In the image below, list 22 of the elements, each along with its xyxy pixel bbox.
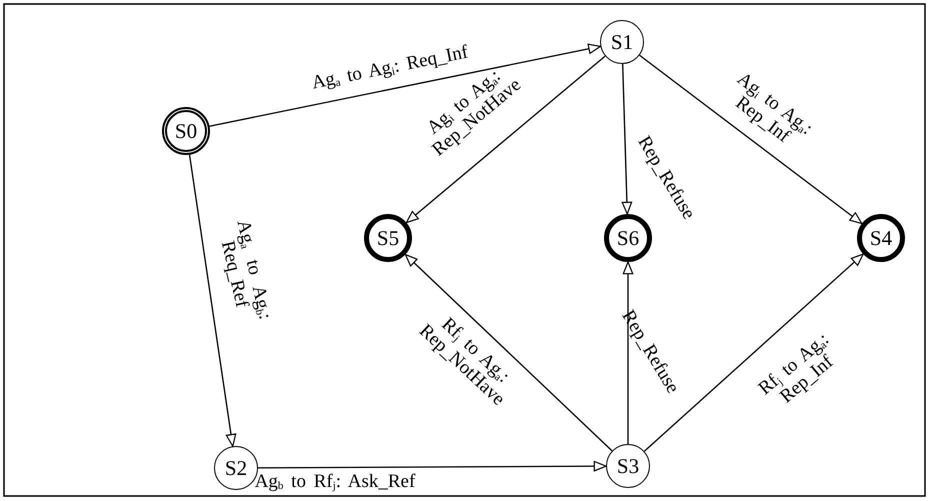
state-label: S6 <box>616 228 640 248</box>
arrow <box>644 253 864 452</box>
arrow <box>639 54 862 224</box>
arrow <box>404 254 612 452</box>
state-circle <box>364 214 412 262</box>
state-label: S3 <box>616 456 640 476</box>
state-label: S2 <box>224 458 248 478</box>
arrow <box>406 56 606 224</box>
arrow <box>622 261 634 444</box>
state-circle <box>606 444 650 488</box>
state-label: S5 <box>376 228 400 248</box>
state-circle <box>162 107 210 155</box>
state-label: S0 <box>174 120 198 142</box>
arrow <box>622 64 632 215</box>
arrow <box>258 460 607 472</box>
state-circle <box>857 214 905 262</box>
arrow <box>209 44 602 127</box>
state-label: S4 <box>870 228 892 248</box>
state-circle <box>600 20 644 64</box>
arrow <box>188 154 236 447</box>
state-label: S1 <box>610 32 634 52</box>
edge-label: Ag$_{b}$ to Rf$_{j}$: Ask_Ref <box>254 472 416 492</box>
